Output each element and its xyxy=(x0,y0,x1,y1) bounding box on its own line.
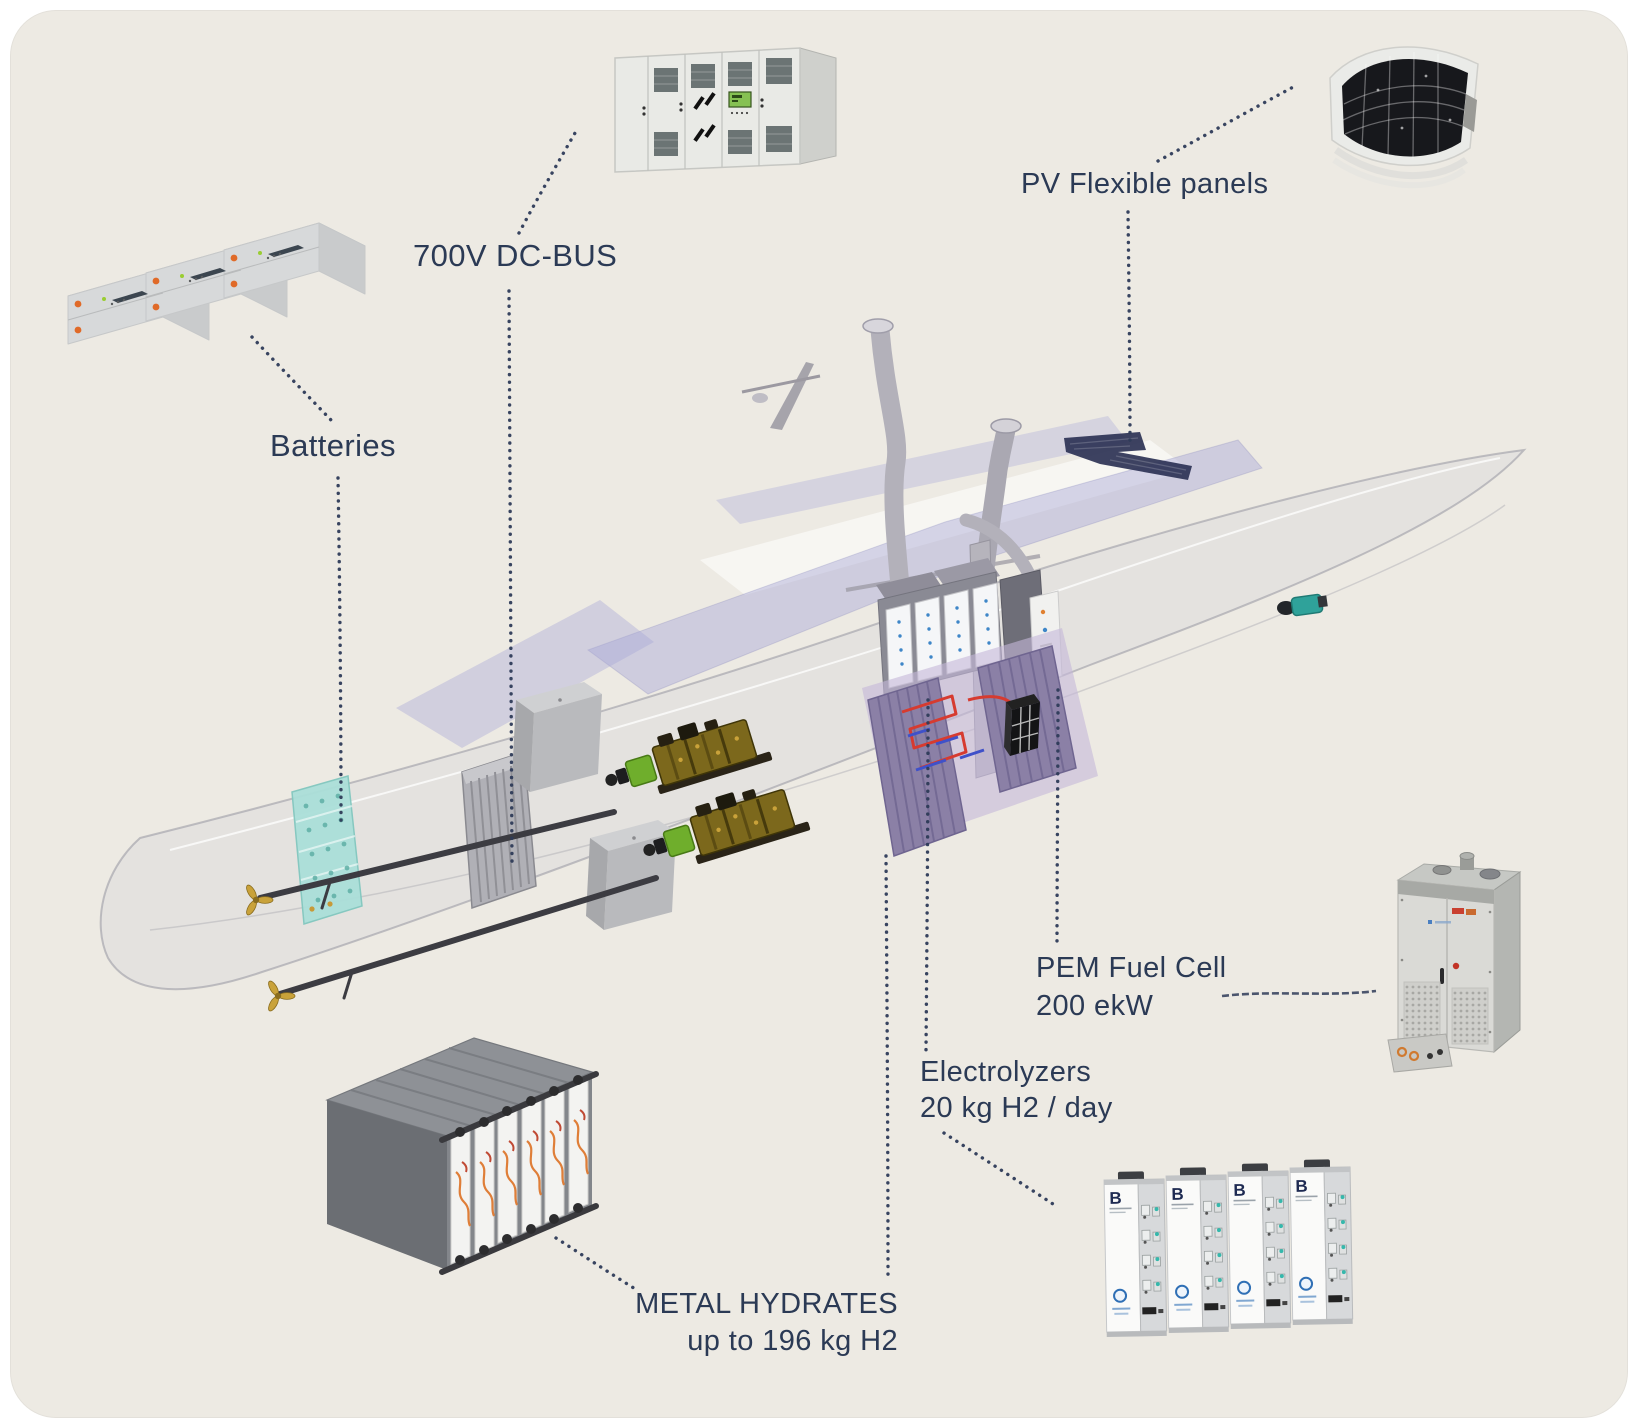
callout-line-electrolyzers-ship xyxy=(924,698,930,1052)
converter-box-upper xyxy=(512,682,602,792)
yacht-upper-glass xyxy=(716,416,1128,524)
driveshafts xyxy=(257,809,659,1000)
callout-line-pv-ship xyxy=(1126,210,1132,448)
pv-panel-image xyxy=(1329,46,1479,189)
converter-box-lower xyxy=(586,820,676,930)
callout-line-pv-image xyxy=(1156,83,1299,163)
electrolyzer-brand-letter: B xyxy=(1295,1177,1308,1196)
callout-line-hydrates-ship xyxy=(884,854,890,1282)
callout-line-hydrates-image xyxy=(554,1236,639,1292)
label-pem-fuel-cell-title: PEM Fuel Cell xyxy=(1036,952,1227,984)
electrolyzer-brand-letter: B xyxy=(1109,1189,1122,1208)
crate-icon xyxy=(1004,694,1040,756)
diagram-canvas: B B B B xyxy=(10,10,1628,1418)
yacht-hydrogen-system-diagram: B B B B xyxy=(67,46,1527,1338)
diagram-scene: B B B B xyxy=(10,10,1628,1418)
fuel-cell-cabinet-image xyxy=(1387,852,1522,1073)
electrolyzer-brand-letter: B xyxy=(1233,1181,1246,1200)
yacht-illustration xyxy=(99,318,1527,1013)
mast-icon xyxy=(741,362,821,430)
yacht-aft-glass xyxy=(586,439,1263,695)
label-batteries: Batteries xyxy=(270,428,396,463)
label-electrolyzers-spec: 20 kg H2 / day xyxy=(920,1092,1113,1124)
callout-lines xyxy=(250,83,1299,1292)
callout-line-batteries-image xyxy=(250,335,333,422)
pv-roof-array xyxy=(1064,432,1192,480)
label-electrolyzers-title: Electrolyzers xyxy=(920,1056,1092,1088)
yacht-roof-slab xyxy=(700,440,1190,595)
callout-line-dcbus-ship xyxy=(507,289,514,866)
dc-bus-distribution-panel xyxy=(461,750,537,910)
label-pem-fuel-cell: PEM Fuel Cell 200 ekW xyxy=(1036,949,1227,1025)
metal-hydride-storage-image xyxy=(325,1037,599,1275)
label-dc-bus: 700V DC-BUS xyxy=(413,238,618,273)
yacht-hull xyxy=(99,448,1527,991)
dc-bus-cabinet-image xyxy=(614,47,837,173)
electrolyzer-towers-image: B B B B xyxy=(1102,1157,1354,1338)
label-metal-hydrates-spec: up to 196 kg H2 xyxy=(687,1325,898,1357)
label-metal-hydrates: METAL HYDRATES up to 196 kg H2 xyxy=(598,1286,898,1360)
label-electrolyzers: Electrolyzers 20 kg H2 / day xyxy=(920,1054,1113,1126)
battery-pack-image xyxy=(67,222,366,345)
callout-line-fuelcell-ship xyxy=(1055,688,1060,948)
stern-pump-icon xyxy=(1277,593,1328,617)
label-pv-flexible-panels: PV Flexible panels xyxy=(1021,168,1269,200)
label-metal-hydrates-title: METAL HYDRATES xyxy=(635,1288,898,1320)
propeller-icon-2 xyxy=(266,979,296,1013)
yacht-windshield-glass xyxy=(396,600,654,748)
callout-line-fuelcell-image xyxy=(1221,989,1377,998)
onboard-hydride-banks xyxy=(862,628,1098,858)
callout-line-dcbus-image xyxy=(517,131,577,235)
callout-line-electrolyzers-image xyxy=(942,1131,1055,1206)
callout-line-batteries-ship xyxy=(336,476,343,828)
electrolyzer-brand-letter: B xyxy=(1171,1185,1184,1204)
label-pem-fuel-cell-spec: 200 ekW xyxy=(1036,990,1154,1022)
